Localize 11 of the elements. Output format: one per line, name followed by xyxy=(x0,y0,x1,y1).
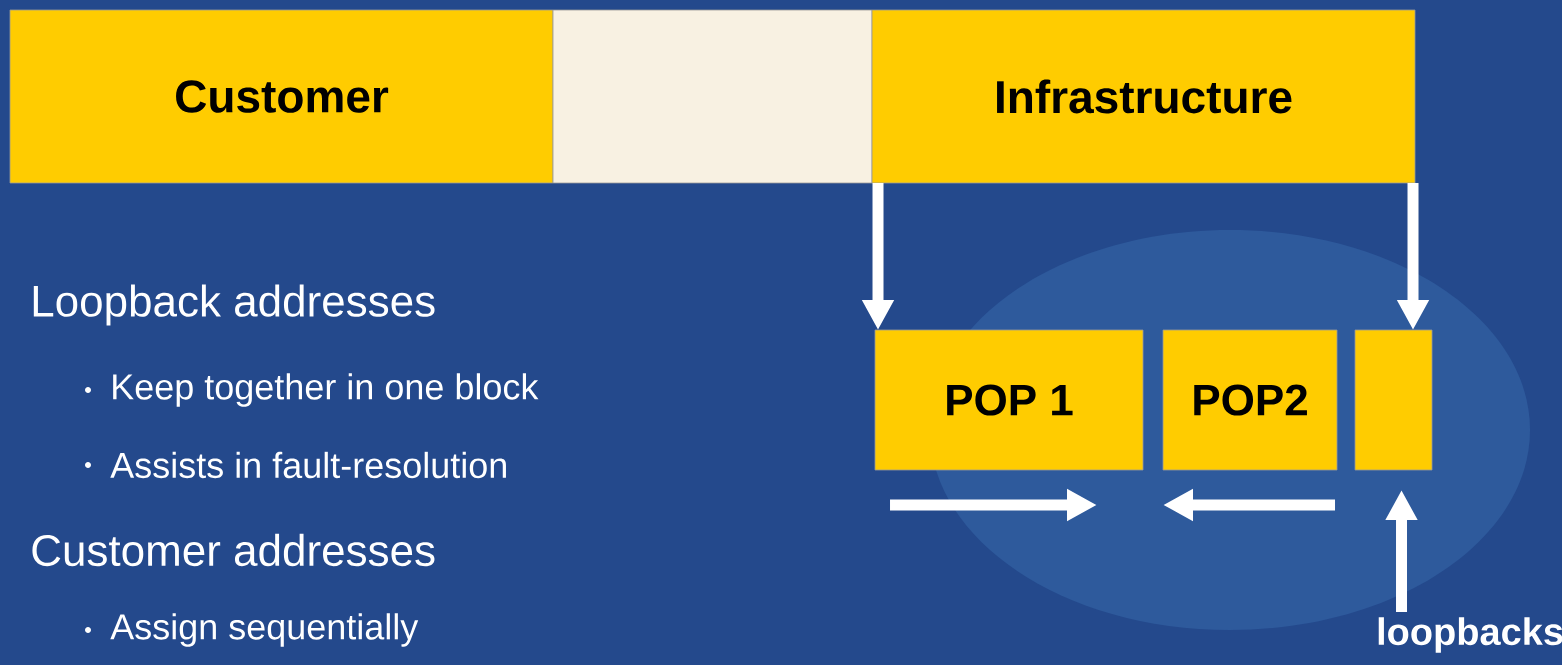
heading-text: Loopback addresses xyxy=(33,284,435,326)
bullet-text: Assists in fault-resolution xyxy=(110,451,506,479)
label-box: Customer xyxy=(9,9,554,184)
empty-box xyxy=(1354,329,1433,471)
label-box: POP2 xyxy=(1162,329,1338,471)
label-box: POP 1 xyxy=(874,329,1144,471)
label-box: Infrastructure xyxy=(871,9,1416,184)
caption-text: loopbacks xyxy=(1378,617,1562,653)
bullet-text: Keep together in one block xyxy=(113,373,539,407)
bullet-text: Assign sequentially xyxy=(110,613,419,647)
heading-text: Customer addresses xyxy=(32,533,435,567)
